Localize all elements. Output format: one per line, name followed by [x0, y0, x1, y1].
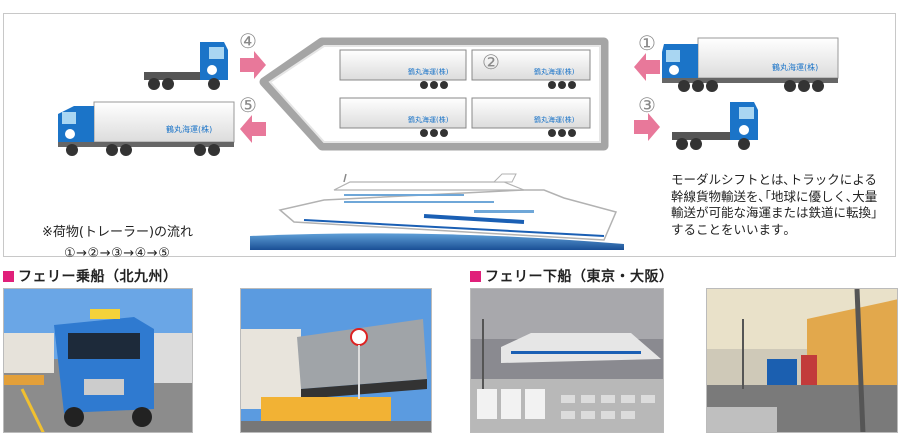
modal-shift-diagram: 鶴丸海運(株) 鶴丸海運(株) 鶴丸海運(株) 鶴丸海運(株) ② ④ ⑤ [3, 13, 896, 261]
truck-trailer-right: 鶴丸海運(株) [662, 37, 839, 92]
svg-text:鶴丸海運(株): 鶴丸海運(株) [166, 124, 212, 134]
ferry-ship-illustration [250, 173, 624, 250]
svg-text:⑤: ⑤ [239, 93, 257, 117]
svg-text:③: ③ [638, 93, 656, 117]
svg-text:鶴丸海運(株): 鶴丸海運(株) [534, 115, 575, 124]
diagram-drawing: 鶴丸海運(株) 鶴丸海運(株) 鶴丸海運(株) 鶴丸海運(株) ② ④ ⑤ [58, 29, 839, 250]
arrow-step-1-icon [634, 53, 660, 81]
step-marker-4: ④ [239, 29, 257, 53]
svg-text:①: ① [638, 31, 656, 55]
step-marker-3: ③ [638, 93, 656, 117]
deck-trailer-2: 鶴丸海運(株) [471, 49, 591, 89]
photo-port-view [470, 288, 664, 433]
arrow-step-4-icon [240, 51, 266, 79]
photo-truck-boarding [3, 288, 193, 433]
cargo-flow-sequence: ①→②→③→④→⑤ [64, 246, 171, 261]
modal-shift-description: モーダルシフトとは､トラックによる幹線貨物輸送を､｢地球に優しく､大量輸送が可能… [671, 172, 878, 237]
tractor-head-left [144, 42, 228, 90]
svg-text:④: ④ [239, 29, 257, 53]
cargo-flow-note: ※荷物(トレーラー)の流れ ①→②→③→④→⑤ [42, 222, 242, 264]
cargo-flow-title: ※荷物(トレーラー)の流れ [42, 225, 194, 240]
photo-disembark [706, 288, 898, 433]
step-marker-5: ⑤ [239, 93, 257, 117]
photo-trailer-boarding [240, 288, 432, 433]
section-title-boarding: フェリー乗船（北九州） [3, 266, 178, 286]
arrow-step-3-icon [634, 113, 660, 141]
deck-trailer-3: 鶴丸海運(株) [339, 97, 467, 137]
step-marker-2: ② [482, 50, 500, 74]
truck-trailer-left: 鶴丸海運(株) [58, 101, 235, 156]
svg-text:鶴丸海運(株): 鶴丸海運(株) [772, 62, 818, 72]
trailer-brand-text: 鶴丸海運(株) [408, 67, 449, 76]
pink-square-icon [470, 270, 481, 282]
svg-text:鶴丸海運(株): 鶴丸海運(株) [408, 115, 449, 124]
pink-square-icon [3, 270, 14, 282]
svg-text:鶴丸海運(株): 鶴丸海運(株) [534, 67, 575, 76]
section-title-disembark: フェリー下船（東京・大阪） [470, 266, 674, 286]
deck-trailer-4: 鶴丸海運(株) [471, 97, 591, 137]
flow-arrows [240, 51, 660, 143]
deck-trailer-1: 鶴丸海運(株) [339, 49, 467, 89]
arrow-step-5-icon [240, 115, 266, 143]
step-marker-1: ① [638, 31, 656, 55]
tractor-head-right [672, 102, 758, 150]
svg-text:②: ② [482, 50, 500, 74]
